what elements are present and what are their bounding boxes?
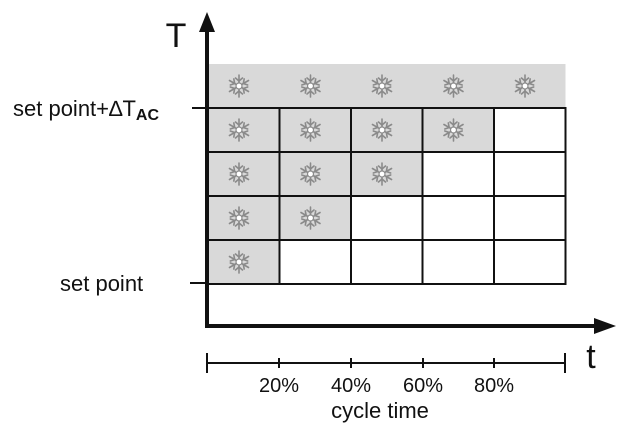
tick-label-80: 80% bbox=[474, 375, 514, 397]
grid-cell-cooling bbox=[278, 151, 352, 197]
tick-label-40: 40% bbox=[331, 375, 371, 397]
grid-cell-cooling bbox=[278, 107, 352, 153]
grid-cell-cooling bbox=[207, 107, 281, 153]
grid-cell-cooling bbox=[350, 151, 424, 197]
grid-cell-cooling bbox=[350, 107, 424, 153]
grid-cell-idle bbox=[350, 195, 424, 241]
grid-cell-idle bbox=[493, 195, 567, 241]
tick-label-20: 20% bbox=[259, 375, 299, 397]
cycle-time-caption: cycle time bbox=[331, 398, 429, 423]
grid-cell-cooling bbox=[207, 151, 281, 197]
tick-label-60: 60% bbox=[403, 375, 443, 397]
x-axis-label: t bbox=[586, 338, 596, 376]
cycle-time-bracket bbox=[206, 353, 566, 373]
grid-cell-idle bbox=[421, 239, 495, 285]
y-axis-label: T bbox=[166, 17, 187, 55]
grid-cell-cooling bbox=[278, 195, 352, 241]
grid-cell-idle bbox=[278, 239, 352, 285]
grid-cell-cooling bbox=[207, 239, 281, 285]
cooling-band-top bbox=[208, 64, 566, 108]
upper-setpoint-label: set point+∆TAC bbox=[13, 96, 159, 124]
x-axis-arrowhead bbox=[594, 318, 616, 334]
grid-cell-cooling bbox=[207, 195, 281, 241]
cooling-grid bbox=[207, 64, 567, 285]
grid-cell-idle bbox=[421, 151, 495, 197]
grid-cell-idle bbox=[421, 195, 495, 241]
grid-cell-cooling bbox=[421, 107, 495, 153]
lower-setpoint-label: set point bbox=[60, 271, 143, 296]
grid-cell-idle bbox=[493, 151, 567, 197]
grid-cell-idle bbox=[350, 239, 424, 285]
y-axis-arrowhead bbox=[199, 12, 215, 32]
grid-cell-idle bbox=[493, 107, 567, 153]
grid-cell-idle bbox=[493, 239, 567, 285]
